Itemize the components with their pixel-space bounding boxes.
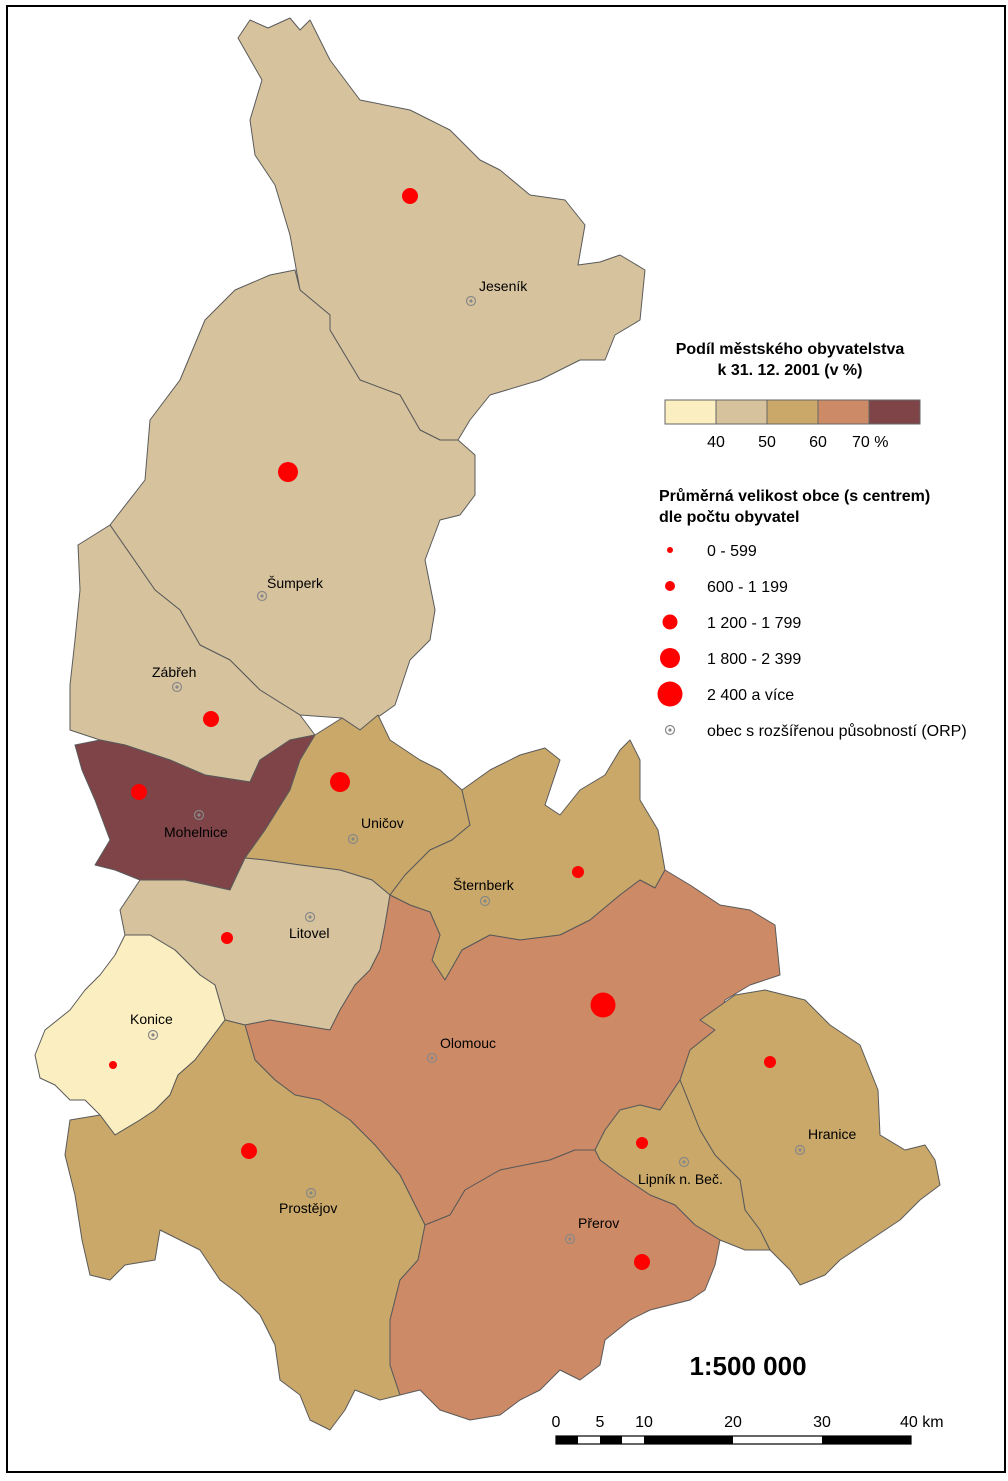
label-zabreh: Zábřeh xyxy=(152,664,196,680)
orp-symbol-zabreh xyxy=(171,681,183,693)
scale-seg-4 xyxy=(822,1436,911,1444)
label-jesenik: Jeseník xyxy=(479,278,528,294)
orp-symbol-lipnik xyxy=(678,1156,690,1168)
legend-tick-60: 60 xyxy=(809,434,827,451)
scale: 1:500 000 0 5 10 20 30 40 km xyxy=(552,1351,944,1445)
scale-seg-3 xyxy=(644,1436,733,1444)
map-frame xyxy=(6,5,1006,1473)
legend-size-dot-2 xyxy=(665,581,675,591)
size-dot-olomouc xyxy=(590,992,616,1018)
size-dot-hranice xyxy=(764,1056,776,1068)
label-olomouc: Olomouc xyxy=(440,1035,496,1051)
region-labels: Jeseník Šumperk Zábřeh Mohelnice Uničov … xyxy=(130,278,856,1231)
legend-size-label-1: 0 - 599 xyxy=(707,543,757,560)
legend-municipality-size: Průměrná velikost obce (s centrem) dle p… xyxy=(657,488,967,740)
scale-tick-30: 30 xyxy=(813,1414,831,1431)
legend-share-title-line1: Podíl městského obyvatelstva xyxy=(676,341,905,358)
legend-swatch-60-70 xyxy=(817,399,870,425)
legend-size-dot-4 xyxy=(660,648,680,668)
legend-tick-40: 40 xyxy=(707,434,725,451)
legend-size-label-5: 2 400 a více xyxy=(707,687,794,704)
legend-size-label-4: 1 800 - 2 399 xyxy=(707,651,801,668)
size-dot-sternberk xyxy=(572,866,584,878)
size-dot-lipnik xyxy=(636,1137,648,1149)
orp-symbol-jesenik xyxy=(465,295,477,307)
orp-symbol-konice xyxy=(147,1029,159,1041)
size-dot-unicov xyxy=(330,772,350,792)
label-litovel: Litovel xyxy=(289,925,329,941)
scale-tick-5: 5 xyxy=(596,1414,605,1431)
legend-orp-label: obec s rozšířenou působností (ORP) xyxy=(707,722,967,740)
size-dot-prerov xyxy=(634,1254,650,1270)
size-dot-zabreh xyxy=(203,711,219,727)
size-dot-prostejov xyxy=(241,1143,257,1159)
region-prerov[interactable] xyxy=(389,1149,721,1421)
label-konice: Konice xyxy=(130,1011,173,1027)
legend-size-dot-3 xyxy=(662,614,678,630)
label-mohelnice: Mohelnice xyxy=(164,824,228,840)
size-dot-mohelnice xyxy=(131,784,147,800)
label-prerov: Přerov xyxy=(578,1215,619,1231)
legend-orp-symbol xyxy=(664,724,676,736)
scale-tick-10: 10 xyxy=(635,1414,653,1431)
legend-swatch-lt40 xyxy=(664,399,717,425)
orp-symbol-litovel xyxy=(304,911,316,923)
size-dots xyxy=(109,188,776,1270)
size-dot-litovel xyxy=(221,932,233,944)
size-dot-jesenik xyxy=(402,188,418,204)
label-hranice: Hranice xyxy=(808,1126,856,1142)
label-lipnik: Lipník n. Beč. xyxy=(638,1171,723,1187)
orp-symbol-mohelnice xyxy=(193,809,205,821)
size-dot-sumperk xyxy=(278,462,298,482)
scale-ratio: 1:500 000 xyxy=(689,1351,806,1381)
legend-size-label-3: 1 200 - 1 799 xyxy=(707,615,801,632)
orp-symbol-unicov xyxy=(347,833,359,845)
legend-swatch-40-50 xyxy=(715,399,768,425)
legend-size-title-line2: dle počtu obyvatel xyxy=(659,509,799,526)
region-prostejov[interactable] xyxy=(64,1019,426,1431)
scale-seg-1 xyxy=(556,1436,578,1444)
legend-swatch-50-60 xyxy=(766,399,819,425)
region-sumperk[interactable] xyxy=(109,269,476,731)
orp-symbol-prerov xyxy=(564,1233,576,1245)
label-sternberk: Šternberk xyxy=(453,877,515,893)
legend-tick-70: 70 % xyxy=(852,434,888,451)
scale-seg-2 xyxy=(600,1436,622,1444)
orp-symbol-prostejov xyxy=(305,1187,317,1199)
legend-share-title-line2: k 31. 12. 2001 (v %) xyxy=(718,362,863,379)
orp-symbols xyxy=(147,295,806,1245)
orp-symbol-olomouc xyxy=(426,1052,438,1064)
size-dot-konice xyxy=(109,1061,117,1069)
legend-urban-share: Podíl městského obyvatelstva k 31. 12. 2… xyxy=(664,341,921,451)
legend-swatch-gt70 xyxy=(868,399,921,425)
legend-size-label-2: 600 - 1 199 xyxy=(707,579,788,596)
legend-size-dot-5 xyxy=(657,681,683,707)
scale-tick-20: 20 xyxy=(724,1414,742,1431)
legend-size-title-line1: Průměrná velikost obce (s centrem) xyxy=(659,488,930,505)
label-unicov: Uničov xyxy=(361,815,404,831)
orp-symbol-sumperk xyxy=(256,590,268,602)
orp-symbol-hranice xyxy=(794,1144,806,1156)
legend-size-dot-1 xyxy=(667,547,673,553)
label-sumperk: Šumperk xyxy=(267,575,324,591)
orp-symbol-sternberk xyxy=(479,895,491,907)
scale-tick-40: 40 km xyxy=(900,1414,944,1431)
label-prostejov: Prostějov xyxy=(279,1200,337,1216)
legend-tick-50: 50 xyxy=(758,434,776,451)
scale-tick-0: 0 xyxy=(552,1414,561,1431)
